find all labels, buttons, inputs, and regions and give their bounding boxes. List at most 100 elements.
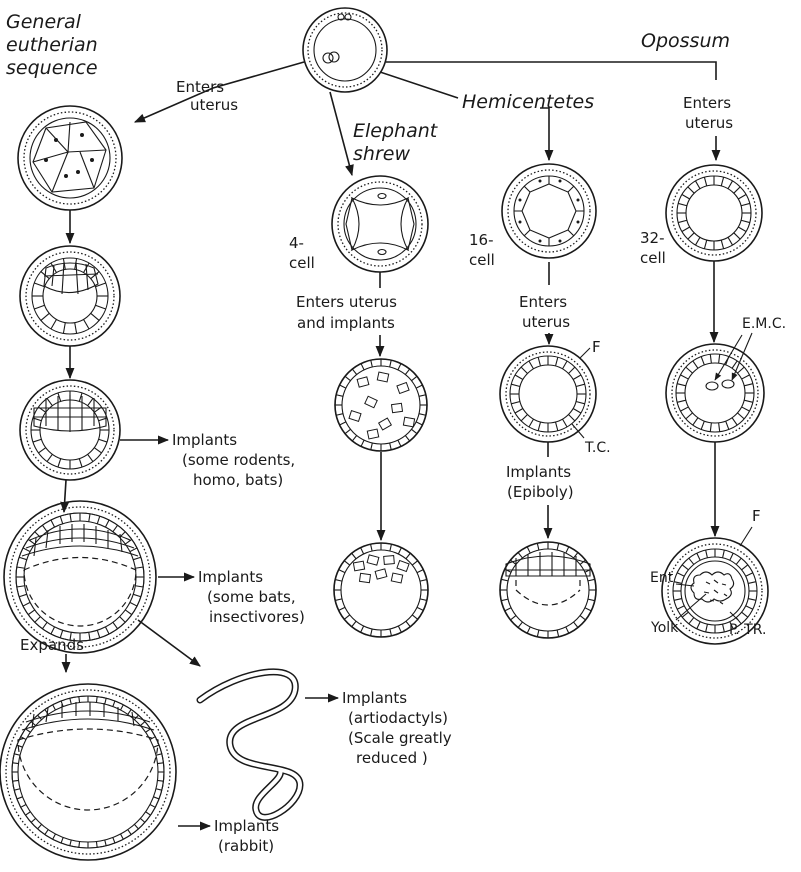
- implants-1-detail-2: homo, bats): [193, 471, 283, 489]
- cell-wall: [746, 573, 753, 576]
- cell-wall: [734, 187, 740, 193]
- cell-wall: [88, 398, 93, 405]
- early-blastocyst: [20, 246, 120, 346]
- cell-wall: [28, 539, 34, 544]
- cell-wall: [134, 824, 138, 828]
- cell-wall: [732, 418, 737, 425]
- cell-wall: [744, 400, 753, 402]
- op-label-ent: Ent: [650, 570, 674, 586]
- cell-wall: [737, 367, 744, 373]
- cell-wall: [96, 841, 97, 847]
- cell-wall: [697, 553, 700, 560]
- implants-3-detail-1: (artiodactyls): [348, 709, 448, 727]
- cell-wall: [538, 422, 540, 431]
- cell-wall: [682, 227, 690, 232]
- elephant-shrew-heading-line-2: shrew: [353, 143, 410, 165]
- op-event-1: Enters: [683, 94, 731, 112]
- op-stage-1: 32-: [640, 229, 665, 247]
- cell-wall: [738, 195, 746, 200]
- op-label-f: F: [752, 507, 761, 525]
- cell-wall: [75, 323, 77, 334]
- general-heading-line-2: eutherian: [6, 34, 98, 56]
- implants-1-detail-1: (some rodents,: [182, 451, 295, 469]
- hemicentetes-heading: Hemicentetes: [462, 91, 594, 113]
- cell-wall: [412, 561, 417, 565]
- cell-wall: [515, 375, 523, 380]
- cell-wall: [688, 233, 694, 239]
- cell-wall: [719, 354, 720, 363]
- large-blastocyst: [4, 501, 156, 653]
- cell-wall: [501, 579, 508, 581]
- cell-wall: [25, 729, 30, 732]
- cell-wall: [529, 361, 534, 369]
- cell-wall: [677, 384, 686, 386]
- cell-wall: [398, 440, 401, 446]
- cell-wall: [580, 616, 585, 620]
- cell-wall: [19, 557, 27, 559]
- cell-wall: [416, 422, 422, 425]
- cell-wall: [352, 435, 356, 440]
- cell-wall: [17, 586, 25, 587]
- cell-wall: [99, 439, 108, 442]
- cell-wall: [344, 615, 349, 619]
- cell-ring-outer: [676, 354, 754, 432]
- cell-wall: [742, 407, 750, 411]
- cell-wall: [723, 550, 725, 558]
- cell-wall: [23, 548, 30, 552]
- cell-wall: [89, 514, 90, 522]
- cell-wall: [79, 459, 82, 468]
- cell-wall: [97, 630, 99, 638]
- cell-wall: [721, 240, 723, 249]
- cell-wall: [576, 384, 585, 386]
- cell-wall: [742, 565, 748, 570]
- hem-event-1: Enters: [519, 293, 567, 311]
- cell-wall: [63, 323, 65, 334]
- cell-wall: [697, 622, 700, 629]
- cell-wall: [737, 413, 744, 419]
- op-label-ptr: P. TR.: [729, 622, 766, 638]
- cell-wall: [121, 705, 124, 710]
- cell-wall: [14, 754, 20, 755]
- cell-wall: [91, 313, 99, 320]
- cell-wall: [719, 423, 720, 432]
- cell-wall: [588, 599, 595, 601]
- cell-wall: [405, 435, 409, 440]
- cell-wall: [537, 630, 539, 637]
- expands-label: Expands: [20, 636, 84, 654]
- hem-event-2: uterus: [522, 313, 570, 331]
- cell-wall: [689, 618, 694, 624]
- cell-wall: [744, 384, 753, 386]
- cell-wall: [344, 561, 349, 565]
- cell-wall: [51, 319, 57, 329]
- cell-wall: [701, 357, 704, 365]
- elephant-shrew-blastocyst: [335, 359, 427, 451]
- arrow-to-elephant-shrew: [330, 92, 352, 175]
- cell-wall: [510, 616, 515, 620]
- hem-stage-1: 16-: [469, 231, 494, 249]
- cell-wall: [537, 543, 539, 550]
- hem-stage-2: cell: [469, 251, 495, 269]
- implants-2-detail-1: (some bats,: [207, 588, 296, 606]
- cell-wall: [398, 364, 401, 370]
- elongated-blastocyst: [200, 672, 300, 817]
- cell-wall: [21, 805, 26, 808]
- cell-wall: [14, 789, 20, 790]
- hem-label-f: F: [592, 338, 601, 356]
- cell-wall: [105, 520, 109, 527]
- cell-wall: [113, 525, 118, 531]
- cell-wall: [371, 443, 373, 450]
- cell-wall: [79, 697, 80, 703]
- cell-wall: [70, 698, 71, 704]
- cell-wall: [53, 705, 56, 710]
- cell-wall: [336, 414, 343, 416]
- cell-wall: [335, 580, 342, 582]
- cell-wall: [58, 459, 61, 468]
- cell-ring-inner: [519, 365, 577, 423]
- cell-wall: [125, 610, 131, 615]
- cell-wall: [42, 622, 47, 628]
- cell-wall: [706, 624, 708, 632]
- cell-wall: [25, 812, 30, 815]
- cell-wall: [95, 305, 105, 309]
- cell-wall: [19, 594, 27, 596]
- cell-wall: [352, 553, 356, 558]
